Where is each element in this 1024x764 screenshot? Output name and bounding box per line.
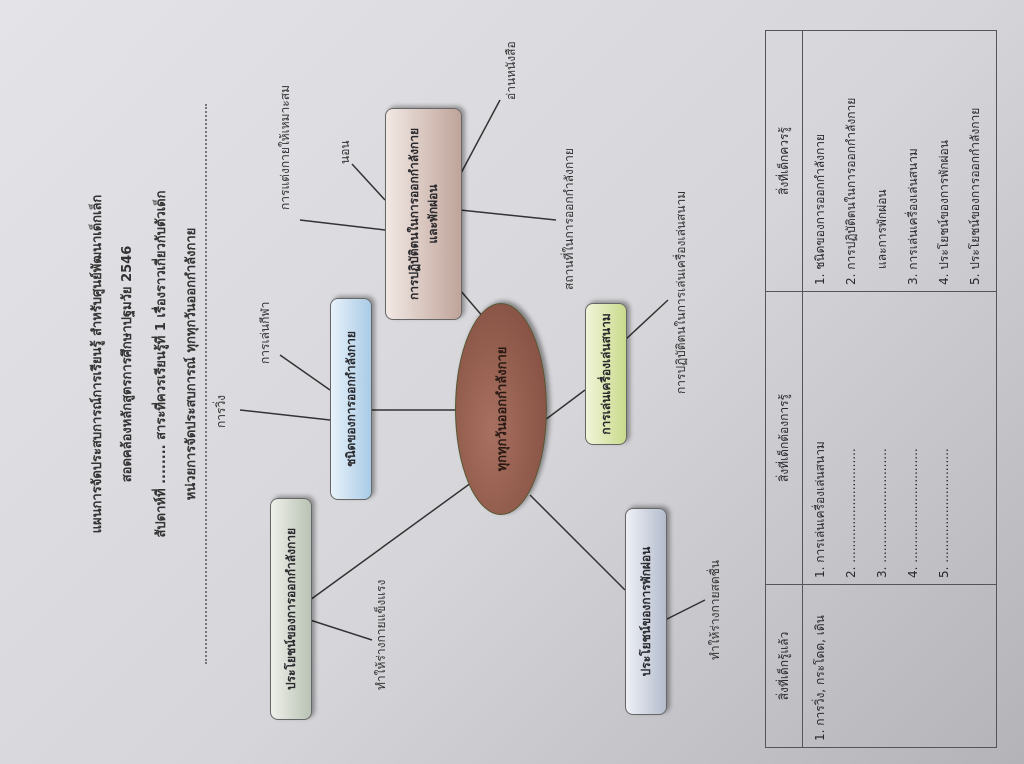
node-exercise-benefits: ประโยชน์ของการออกกำลังกาย: [270, 498, 312, 720]
connector: [239, 409, 331, 421]
node-practice-line1: การปฏิบัติตนในการออกกำลังกาย: [406, 128, 421, 300]
center-topic: ทุกทุกวันออกกำลังกาย: [455, 303, 547, 515]
node-practice: การปฏิบัติตนในการออกกำลังกาย และพักผ่อน: [385, 108, 462, 320]
connector: [309, 479, 476, 601]
connector: [351, 163, 386, 201]
list-item: 5. ประโยชน์ของการออกกำลังกาย: [968, 107, 982, 285]
list-item: 4. ..............................: [906, 448, 920, 578]
list-item: และการพักผ่อน: [875, 189, 889, 269]
label-refreshed: ทำให้ร่างกายสดชื่น: [708, 560, 722, 660]
connector: [279, 354, 331, 391]
header-should: สิ่งที่เด็กควรรู้: [765, 30, 803, 292]
label-running: การวิ่ง: [214, 394, 228, 428]
connector: [459, 209, 557, 221]
connector: [529, 494, 626, 591]
list-item: 4. ประโยชน์ของการพักผ่อน: [937, 140, 951, 285]
list-item: 2. ..............................: [844, 448, 858, 578]
connector: [544, 389, 586, 421]
known-cell: 1. การวิ่ง, กระโดด, เดิน: [802, 584, 997, 748]
label-strong-body: ทำให้ร่างกายแข็งแรง: [374, 579, 388, 690]
node-exercise-types: ชนิดของการออกกำลังกาย: [330, 298, 372, 500]
should-cell: 1. ชนิดของการออกกำลังกาย 2. การปฏิบัติตน…: [802, 30, 997, 292]
connector: [309, 619, 373, 641]
label-dress: การแต่งกายให้เหมาะสม: [278, 85, 292, 210]
list-item: 3. ..............................: [875, 448, 889, 578]
header-known: สิ่งที่เด็กรู้แล้ว: [765, 584, 803, 748]
label-sleep: นอน: [338, 140, 352, 164]
connector: [624, 299, 669, 341]
node-playground: การเล่นเครื่องเล่นสนาม: [585, 303, 627, 445]
connector: [664, 599, 706, 621]
connector: [299, 219, 386, 231]
label-exercise-place: สถานที่ในการออกกำลังกาย: [562, 148, 576, 290]
list-item: 3. การเล่นเครื่องเล่นสนาม: [906, 148, 920, 285]
list-item: 1. การวิ่ง, กระโดด, เดิน: [813, 615, 827, 741]
want-cell: 1. การเล่นเครื่องเล่นสนาม 2. ...........…: [802, 291, 997, 585]
connector: [459, 99, 501, 176]
kwl-table: สิ่งที่เด็กรู้แล้ว สิ่งที่เด็กต้องการรู้…: [765, 30, 997, 748]
header-want: สิ่งที่เด็กต้องการรู้: [765, 291, 803, 585]
list-item: 1. การเล่นเครื่องเล่นสนาม: [813, 441, 827, 578]
list-item: 1. ชนิดของการออกกำลังกาย: [813, 133, 827, 285]
list-item: 2. การปฏิบัติตนในการออกกำลังกาย: [844, 97, 858, 285]
node-rest-benefits: ประโยชน์ของการพักผ่อน: [625, 508, 667, 715]
label-sports: การเล่นกีฬา: [258, 301, 272, 364]
label-playground-conduct: การปฏิบัติตนในการเล่นเครื่องเล่นสนาม: [674, 190, 688, 394]
node-practice-line2: และพักผ่อน: [425, 184, 440, 244]
label-reading: อ่านหนังสือ: [504, 41, 518, 100]
list-item: 5. ..............................: [937, 448, 951, 578]
